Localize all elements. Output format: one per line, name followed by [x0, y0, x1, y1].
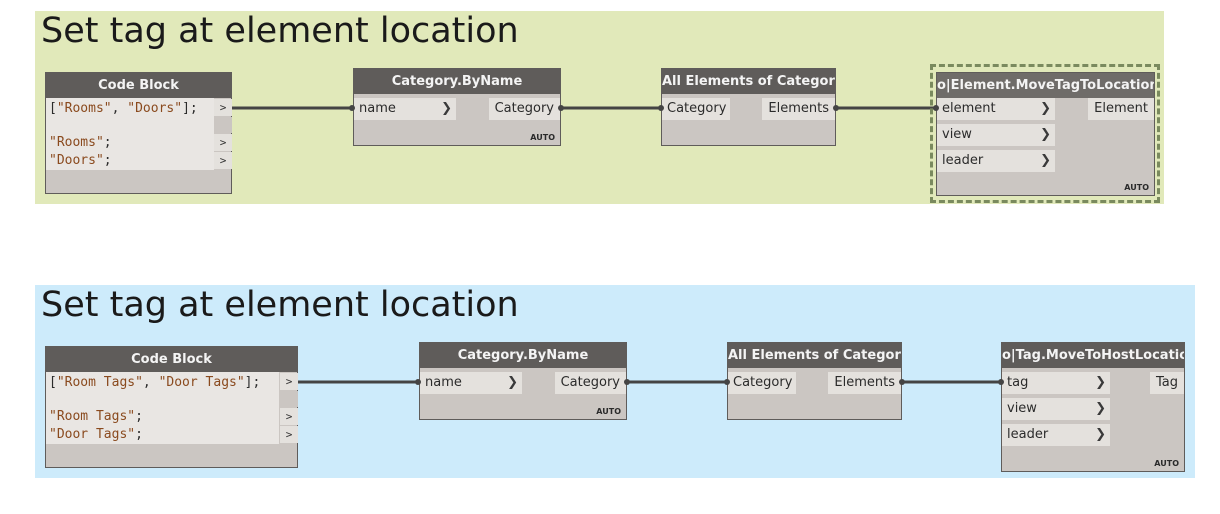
code-output-port-1[interactable]: >	[280, 373, 298, 390]
code-block-node-2[interactable]: Code Block ["Room Tags", "Door Tags"]; "…	[45, 346, 298, 468]
input-port-view[interactable]: view ❯	[1002, 398, 1110, 420]
group-1-title: Set tag at element location	[41, 11, 519, 51]
lacing-auto-label: AUTO	[530, 133, 555, 142]
output-port-elements[interactable]: Elements	[762, 98, 835, 120]
output-port-category[interactable]: Category	[554, 372, 626, 394]
lacing-auto-label: AUTO	[1124, 183, 1149, 192]
code-block-node-1[interactable]: Code Block ["Rooms", "Doors"]; "Rooms"; …	[45, 72, 232, 194]
output-port-element[interactable]: Element	[1088, 98, 1154, 120]
code-line-3: "Door Tags";	[49, 427, 143, 442]
chevron-right-icon: ❯	[1095, 401, 1106, 416]
code-editor[interactable]: ["Room Tags", "Door Tags"]; "Room Tags";…	[46, 372, 279, 444]
output-port-elements[interactable]: Elements	[828, 372, 901, 394]
code-line-2: "Room Tags";	[49, 409, 143, 424]
code-block-title: Code Block	[46, 347, 297, 372]
chevron-right-icon: ❯	[1095, 375, 1106, 390]
chevron-right-icon: ❯	[1040, 127, 1051, 142]
input-port-element[interactable]: element ❯	[937, 98, 1055, 120]
code-line-1: ["Rooms", "Doors"];	[49, 101, 198, 116]
lacing-auto-label: AUTO	[596, 407, 621, 416]
input-port-category[interactable]: Category	[662, 98, 730, 120]
category-byname-title: Category.ByName	[354, 69, 560, 94]
code-line-1: ["Room Tags", "Door Tags"];	[49, 375, 261, 390]
move-tag-title: o|Element.MoveTagToLocation	[937, 73, 1154, 98]
chevron-right-icon: ❯	[441, 101, 452, 116]
code-output-port-2[interactable]: >	[280, 408, 298, 425]
code-output-port-3[interactable]: >	[280, 426, 298, 443]
all-elements-title: All Elements of Category	[662, 69, 835, 94]
output-port-category[interactable]: Category	[488, 98, 560, 120]
code-output-port-3[interactable]: >	[214, 152, 232, 169]
group-2-title: Set tag at element location	[41, 285, 519, 325]
category-byname-node-2[interactable]: Category.ByName name ❯ Category AUTO	[419, 342, 627, 420]
chevron-right-icon: ❯	[507, 375, 518, 390]
input-port-tag[interactable]: tag ❯	[1002, 372, 1110, 394]
code-line-3: "Doors";	[49, 153, 112, 168]
all-elements-title: All Elements of Category	[728, 343, 901, 368]
move-tag-title: o|Tag.MoveToHostLocation	[1002, 343, 1184, 368]
code-output-port-1[interactable]: >	[214, 99, 232, 116]
code-editor[interactable]: ["Rooms", "Doors"]; "Rooms"; "Doors";	[46, 98, 214, 170]
lacing-auto-label: AUTO	[1154, 459, 1179, 468]
chevron-right-icon: ❯	[1040, 101, 1051, 116]
code-line-2: "Rooms";	[49, 135, 112, 150]
chevron-right-icon: ❯	[1040, 153, 1051, 168]
category-byname-title: Category.ByName	[420, 343, 626, 368]
move-tag-to-location-node[interactable]: o|Element.MoveTagToLocation element ❯ vi…	[936, 72, 1155, 196]
all-elements-node-2[interactable]: All Elements of Category Category Elemen…	[727, 342, 902, 420]
input-port-leader[interactable]: leader ❯	[1002, 424, 1110, 446]
input-port-leader[interactable]: leader ❯	[937, 150, 1055, 172]
input-port-view[interactable]: view ❯	[937, 124, 1055, 146]
category-byname-node-1[interactable]: Category.ByName name ❯ Category AUTO	[353, 68, 561, 146]
all-elements-node-1[interactable]: All Elements of Category Category Elemen…	[661, 68, 836, 146]
code-block-title: Code Block	[46, 73, 231, 98]
input-port-category[interactable]: Category	[728, 372, 796, 394]
code-output-port-2[interactable]: >	[214, 134, 232, 151]
input-port-name[interactable]: name ❯	[420, 372, 522, 394]
output-port-tag[interactable]: Tag	[1149, 372, 1184, 394]
input-port-name[interactable]: name ❯	[354, 98, 456, 120]
chevron-right-icon: ❯	[1095, 427, 1106, 442]
tag-move-to-host-location-node[interactable]: o|Tag.MoveToHostLocation tag ❯ view ❯ le…	[1001, 342, 1185, 472]
